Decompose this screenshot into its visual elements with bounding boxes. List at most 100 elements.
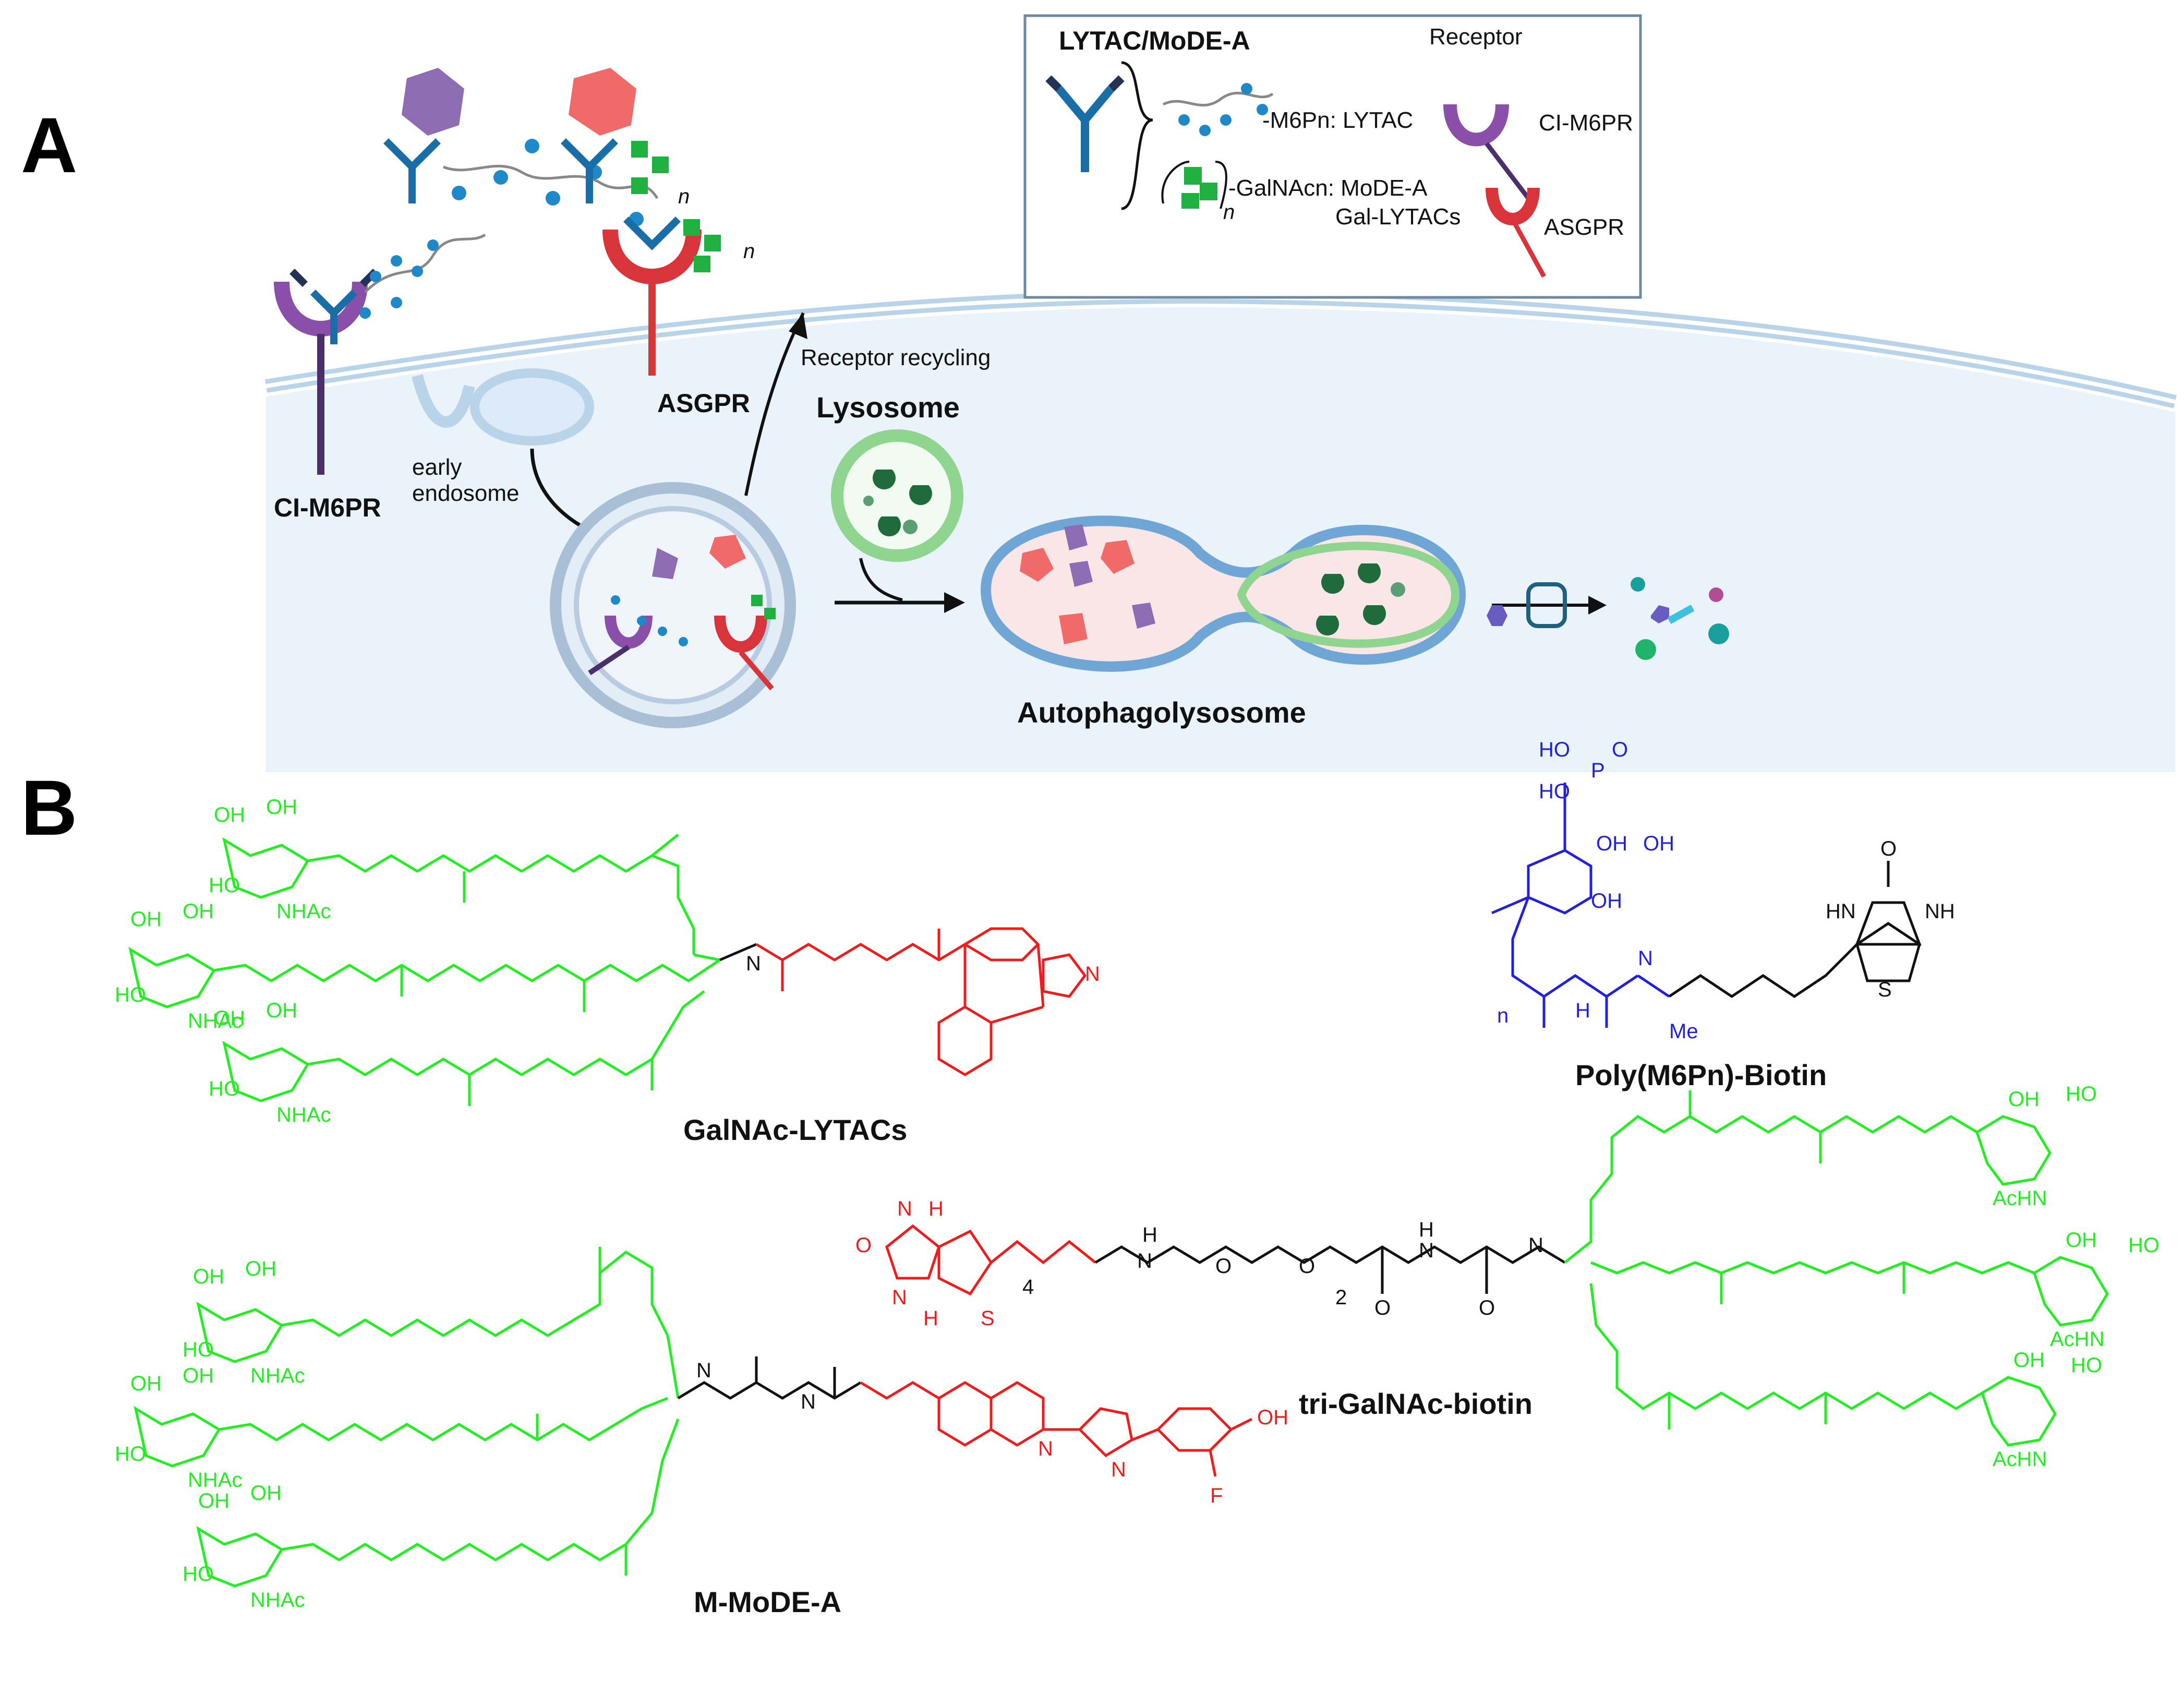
tri-galnac-biotin-s: S — [981, 1307, 995, 1330]
galnac-lytacs-ho-3: HO — [209, 1077, 240, 1100]
galnac-lytacs-oh-6: OH — [266, 999, 297, 1022]
tri-galnac-biotin-achn-1: AcHN — [1993, 1187, 2047, 1210]
asgpr-label: ASGPR — [657, 389, 750, 418]
poly-m6pn-p: P — [1591, 759, 1605, 782]
tri-galnac-biotin-o-3: O — [1299, 1255, 1315, 1278]
galnac-lytacs-label: GalNAc-LYTACs — [683, 1113, 907, 1146]
fusion-arrow — [859, 558, 903, 602]
poly-m6pn-biotin-structure: HO P O HO OH OH OH H N Me n S HN NH O — [1491, 738, 1955, 1043]
tri-galnac-biotin-h-2: H — [923, 1307, 938, 1330]
tri-galnac-biotin-n-4: N — [1419, 1239, 1434, 1262]
tri-galnac-biotin-oh-3: OH — [2013, 1349, 2045, 1372]
m-mode-a-ho-2: HO — [115, 1443, 146, 1465]
m-mode-a-nhac-3: NHAc — [250, 1589, 305, 1612]
recycling-arrow — [744, 312, 805, 496]
tri-galnac-biotin-o: O — [855, 1234, 872, 1257]
tri-galnac-biotin-n-1: N — [897, 1197, 912, 1220]
target-protein-purple — [402, 68, 464, 136]
tri-galnac-biotin-ho-1: HO — [2066, 1083, 2097, 1106]
early-endosome-label-2: endosome — [412, 480, 519, 506]
legend-gal-lytacs: Gal-LYTACs — [1335, 204, 1461, 230]
poly-m6pn-o-1: O — [1612, 738, 1628, 761]
degradation-products-visible — [1631, 577, 1645, 592]
poly-m6pn-nh-1: H — [1575, 999, 1590, 1022]
m-mode-a-oh-5: OH — [198, 1489, 230, 1512]
receptor-recycling-label: Receptor recycling — [801, 345, 991, 370]
m-mode-a-ho-3: HO — [183, 1563, 214, 1585]
asgpr-receptor — [602, 229, 702, 376]
m-mode-a-ho-1: HO — [183, 1338, 214, 1361]
galnac-lytacs-oh-5: OH — [214, 1007, 245, 1030]
cim6pr-receptor-free — [274, 281, 368, 475]
m-mode-a-n-1: N — [696, 1359, 711, 1382]
poly-m6pn-biotin-o: O — [1880, 837, 1897, 860]
tri-galnac-biotin-sub-2: 2 — [1335, 1286, 1347, 1309]
tri-galnac-biotin-h-1: H — [928, 1197, 944, 1220]
legend-asgpr-icon — [1486, 187, 1546, 278]
poly-m6pn-biotin-s: S — [1878, 978, 1892, 1001]
galnac-lytacs-ho-1: HO — [209, 874, 240, 897]
galnac-cluster-1 — [631, 141, 669, 194]
tri-galnac-biotin-n-3: N — [1137, 1250, 1152, 1272]
antibody-ligand-2 — [561, 138, 618, 203]
galnac-lytacs-oh-1: OH — [214, 803, 245, 826]
degradation-shapes — [1635, 587, 1729, 660]
tri-galnac-biotin-n-2: N — [892, 1286, 907, 1309]
galnac-lytacs-ho-2: HO — [115, 983, 146, 1006]
tri-galnac-biotin-oh-2: OH — [2066, 1229, 2097, 1252]
degradation-products — [1487, 605, 1507, 626]
poly-m6pn-biotin-label: Poly(M6Pn)-Biotin — [1575, 1059, 1827, 1091]
m-mode-a-oh-1: OH — [193, 1265, 224, 1288]
cim6pr-label: CI-M6PR — [274, 493, 381, 522]
tri-galnac-biotin-n-5: N — [1528, 1234, 1543, 1257]
galnac-lytacs-nhac-2: NHAc — [188, 1010, 242, 1032]
m-mode-a-oh-4: OH — [183, 1364, 214, 1387]
n-subscript-2: n — [743, 240, 755, 263]
legend-box: LYTAC/MoDE-A Receptor -M6Pn: LYTAC CI-M6… — [1023, 14, 1642, 299]
autophagolysosome-label: Autophagolysosome — [1017, 696, 1306, 729]
autophagolysosome — [980, 515, 1466, 672]
m-mode-a-n-2: N — [801, 1390, 816, 1413]
tri-galnac-biotin-nh-2: H — [1419, 1218, 1434, 1241]
poly-m6pn-me: Me — [1669, 1020, 1698, 1043]
galnac-lytacs-n-triazole: N — [1085, 963, 1100, 986]
target-protein-red — [569, 68, 636, 136]
endosome — [550, 482, 796, 728]
tri-galnac-biotin-o-4: O — [1374, 1296, 1391, 1319]
legend-receptor-header: Receptor — [1429, 24, 1523, 50]
tri-galnac-biotin-oh-1: OH — [2008, 1088, 2040, 1111]
legend-galnac-label: -GalNAcn: MoDE-A — [1228, 175, 1428, 201]
tri-galnac-biotin-structure: O H H N N S 4 H N O O 2 O H N O N AcHN A… — [855, 1083, 2159, 1471]
tri-galnac-biotin-o-2: O — [1215, 1255, 1232, 1278]
tri-galnac-biotin-ho-3: HO — [2071, 1354, 2102, 1377]
galnac-lytacs-oh-3: OH — [130, 908, 162, 931]
m-mode-a-n-quinoline: N — [1038, 1437, 1053, 1460]
tri-galnac-biotin-ho-2: HO — [2128, 1234, 2159, 1257]
poly-m6pn-ho-1: HO — [1539, 738, 1570, 761]
m-mode-a-nhac-1: NHAc — [250, 1364, 305, 1387]
antibody-ligand-3 — [623, 217, 681, 250]
tri-galnac-biotin-sub-4: 4 — [1022, 1276, 1034, 1299]
m6p-dots — [359, 239, 439, 319]
galnac-lytacs-n-amide: N — [746, 952, 761, 975]
poly-m6pn-ho-2: HO — [1539, 780, 1570, 803]
m-mode-a-oh: OH — [1257, 1406, 1288, 1429]
poly-m6pn-oh-2: OH — [1591, 890, 1622, 912]
tri-galnac-biotin-achn-2: AcHN — [2050, 1328, 2104, 1351]
m-mode-a-n-triazole: N — [1111, 1458, 1126, 1481]
tri-galnac-biotin-label: tri-GalNAc-biotin — [1299, 1387, 1533, 1420]
m-mode-a-nhac-2: NHAc — [188, 1469, 242, 1492]
galnac-lytacs-oh-4: OH — [183, 900, 214, 923]
legend-cim6pr-icon — [1443, 104, 1530, 200]
galnac-lytacs-nhac-3: NHAc — [276, 1103, 331, 1126]
poly-m6pn-n-1: N — [1638, 947, 1653, 970]
galnac-cluster-2 — [683, 219, 721, 272]
m6p-dots-2 — [452, 139, 644, 226]
poly-m6pn-n-sub: n — [1497, 1004, 1509, 1027]
antibody-ligand-1 — [383, 138, 659, 203]
galnac-lytacs-structure: OH OH HO NHAc OH OH HO NHAc OH OH HO NHA… — [115, 796, 1100, 1126]
tri-galnac-biotin-o-5: O — [1479, 1296, 1495, 1319]
legend-asgpr-label: ASGPR — [1544, 214, 1624, 240]
n-subscript-1: n — [678, 185, 690, 208]
